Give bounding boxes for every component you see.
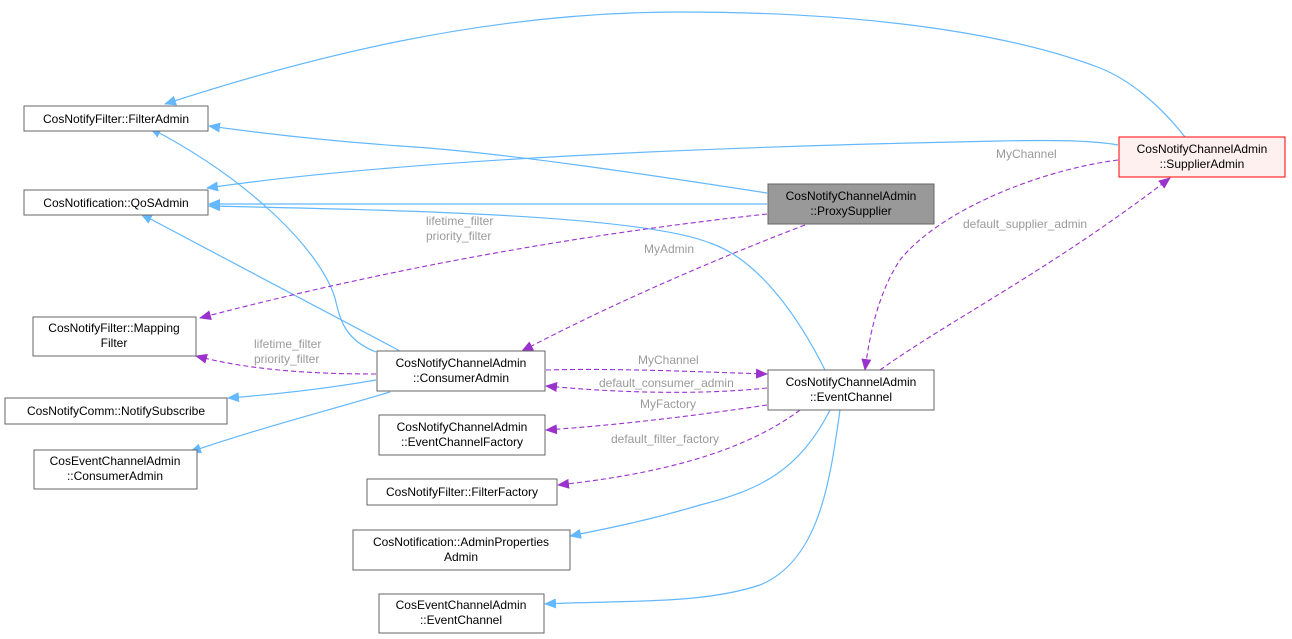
edge-label-my-admin: MyAdmin bbox=[644, 242, 694, 256]
node-consumer-admin[interactable]: CosNotifyChannelAdmin ::ConsumerAdmin bbox=[376, 350, 546, 392]
node-label-line-1: CosNotifyFilter::Mapping bbox=[48, 321, 179, 335]
node-label-line-2: Filter bbox=[101, 336, 128, 350]
node-admin-properties-admin[interactable]: CosNotification::AdminProperties Admin bbox=[352, 529, 571, 571]
node-label: CosNotifyFilter::FilterFactory bbox=[386, 485, 538, 499]
node-mapping-filter[interactable]: CosNotifyFilter::Mapping Filter bbox=[32, 316, 197, 357]
node-event-channel-factory[interactable]: CosNotifyChannelAdmin ::EventChannelFact… bbox=[378, 414, 546, 456]
edge-label-my-factory: MyFactory bbox=[640, 397, 696, 411]
edge-supplier-admin-to-filter-admin bbox=[164, 11, 1186, 138]
edge-label-ps-priority-filter: priority_filter bbox=[426, 229, 491, 243]
edge-label-my-channel: MyChannel bbox=[638, 353, 699, 367]
node-label: CosNotification::QoSAdmin bbox=[43, 196, 188, 210]
edge-consumer-admin-to-mapping-filter bbox=[195, 353, 377, 375]
node-label-line-2: ::EventChannelFactory bbox=[401, 435, 523, 449]
node-label-line-1: CosEventChannelAdmin bbox=[50, 454, 181, 468]
node-supplier-admin[interactable]: CosNotifyChannelAdmin ::SupplierAdmin bbox=[1118, 136, 1286, 178]
edge-consumer-admin-to-cos-event-consumer-admin bbox=[189, 391, 391, 454]
edge-label-supplier-my-channel: MyChannel bbox=[996, 147, 1057, 161]
node-label-line-1: CosNotifyChannelAdmin bbox=[786, 189, 917, 203]
node-event-channel[interactable]: CosNotifyChannelAdmin ::EventChannel bbox=[767, 369, 935, 411]
edge-consumer-admin-to-filter-admin bbox=[149, 127, 377, 353]
node-label-line-2: ::EventChannel bbox=[810, 390, 892, 404]
node-label-line-2: ::EventChannel bbox=[420, 613, 502, 627]
node-label-line-2: ::ConsumerAdmin bbox=[67, 469, 163, 483]
edge-label-ps-lifetime-filter: lifetime_filter bbox=[426, 214, 493, 228]
edge-consumer-admin-to-notify-subscribe bbox=[227, 379, 377, 403]
node-label: CosNotifyFilter::FilterAdmin bbox=[43, 112, 189, 126]
node-label-line-1: CosNotifyChannelAdmin bbox=[397, 420, 528, 434]
node-label-line-2: ::ProxySupplier bbox=[810, 204, 891, 218]
node-label: CosNotifyComm::NotifySubscribe bbox=[27, 404, 205, 418]
edge-consumer-admin-to-qos-admin bbox=[140, 213, 401, 352]
edge-proxy-supplier-to-filter-admin bbox=[208, 122, 768, 194]
node-label-line-1: CosNotifyChannelAdmin bbox=[1137, 142, 1268, 156]
node-cos-event-event-channel[interactable]: CosEventChannelAdmin ::EventChannel bbox=[378, 593, 545, 634]
node-label-line-1: CosNotifyChannelAdmin bbox=[786, 375, 917, 389]
node-label-line-1: CosNotification::AdminProperties bbox=[373, 535, 549, 549]
edge-consumer-admin-to-event-channel bbox=[545, 368, 768, 379]
edge-event-channel-to-admin-properties-admin bbox=[569, 409, 831, 539]
edge-event-channel-to-qos-admin bbox=[208, 201, 826, 371]
edge-supplier-admin-to-qos-admin bbox=[206, 139, 1119, 192]
edge-label-ca-priority-filter: priority_filter bbox=[254, 352, 319, 366]
edge-event-channel-to-cos-event-channel bbox=[544, 409, 841, 609]
node-qos-admin[interactable]: CosNotification::QoSAdmin bbox=[23, 189, 209, 216]
node-cos-event-consumer-admin[interactable]: CosEventChannelAdmin ::ConsumerAdmin bbox=[33, 449, 198, 490]
node-filter-admin[interactable]: CosNotifyFilter::FilterAdmin bbox=[23, 105, 209, 132]
edge-proxy-supplier-to-consumer-admin bbox=[521, 224, 806, 352]
edge-proxy-supplier-to-mapping-filter bbox=[199, 213, 768, 321]
edge-event-channel-to-consumer-admin bbox=[545, 382, 768, 393]
edge-label-default-consumer-admin: default_consumer_admin bbox=[599, 376, 734, 390]
edge-label-default-filter-factory: default_filter_factory bbox=[611, 432, 719, 446]
edge-event-channel-to-event-channel-factory bbox=[545, 404, 768, 435]
node-label-line-1: CosEventChannelAdmin bbox=[396, 598, 527, 612]
node-notify-subscribe[interactable]: CosNotifyComm::NotifySubscribe bbox=[4, 397, 228, 425]
edge-label-default-supplier-admin: default_supplier_admin bbox=[963, 217, 1087, 231]
edge-event-channel-to-filter-factory bbox=[557, 409, 801, 489]
node-filter-factory[interactable]: CosNotifyFilter::FilterFactory bbox=[366, 478, 558, 506]
node-label-line-2: Admin bbox=[444, 550, 478, 564]
edge-label-ca-lifetime-filter: lifetime_filter bbox=[254, 337, 321, 351]
node-label-line-1: CosNotifyChannelAdmin bbox=[396, 356, 527, 370]
node-label-line-2: ::ConsumerAdmin bbox=[413, 371, 509, 385]
edge-event-channel-to-supplier-admin bbox=[879, 177, 1171, 371]
edge-supplier-admin-to-event-channel bbox=[861, 159, 1119, 371]
node-label-line-2: ::SupplierAdmin bbox=[1160, 157, 1245, 171]
node-proxy-supplier: CosNotifyChannelAdmin ::ProxySupplier bbox=[767, 183, 935, 225]
